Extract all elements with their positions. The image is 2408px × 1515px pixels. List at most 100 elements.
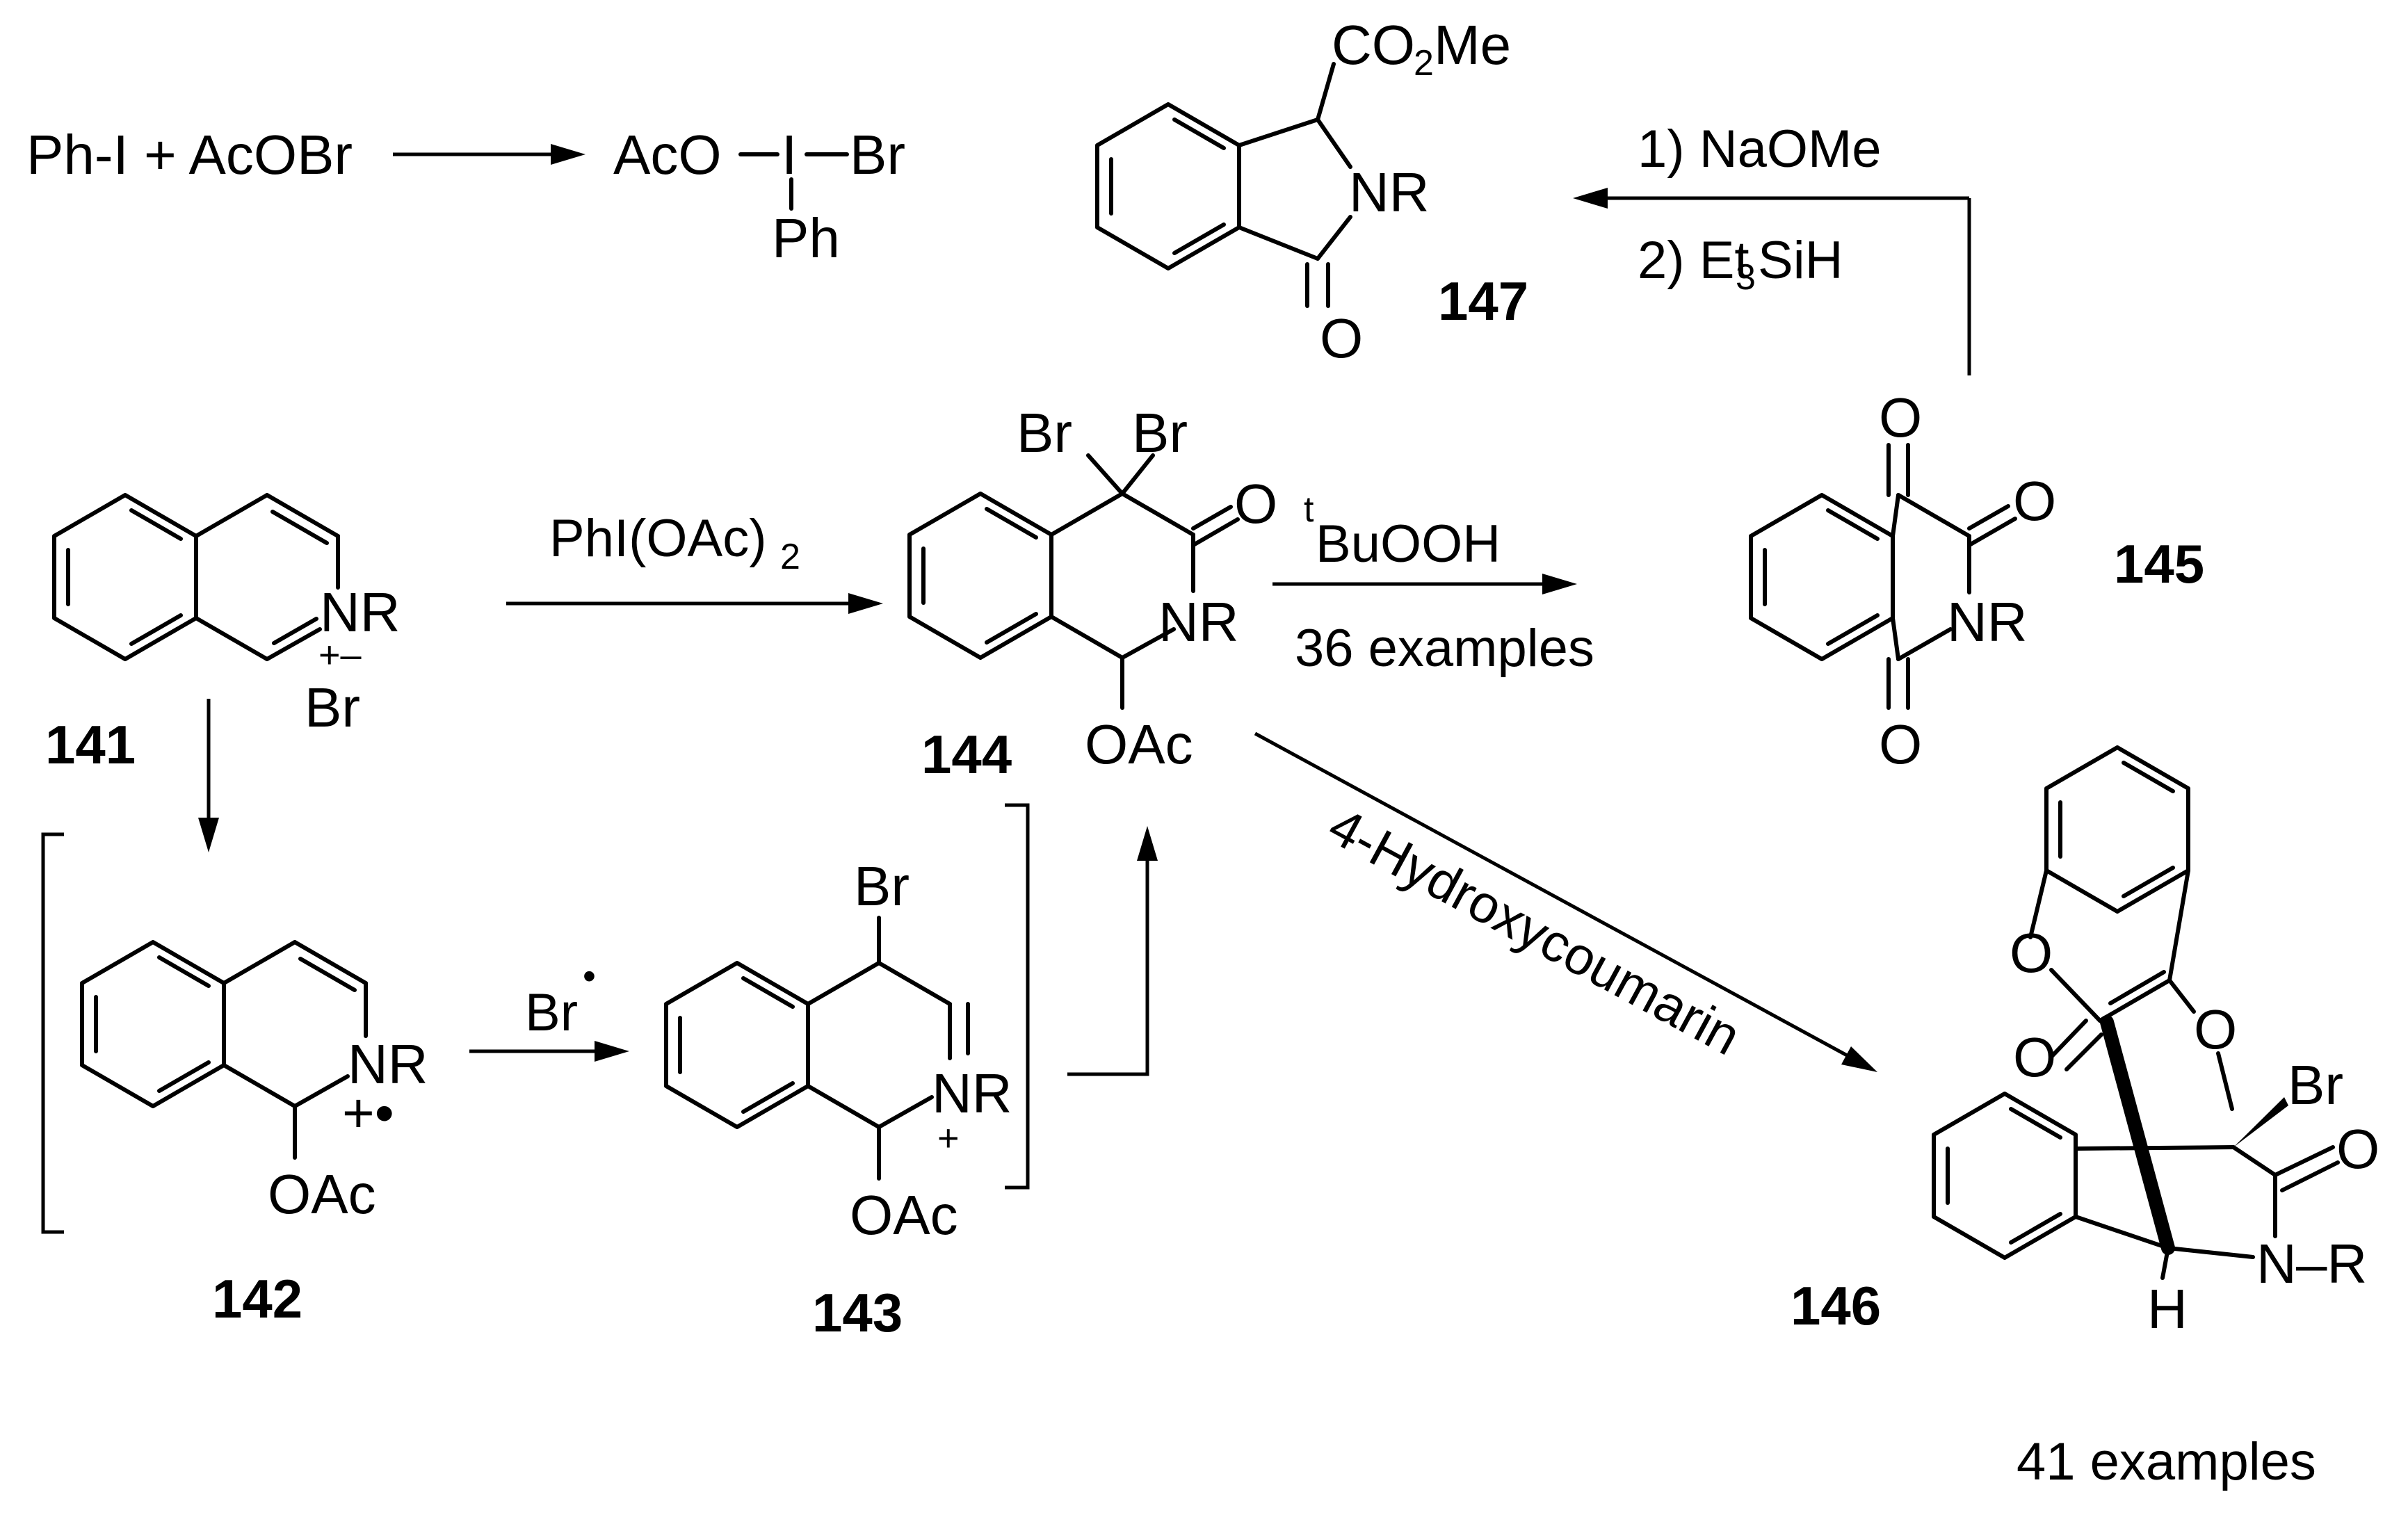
oac-label-142: OAc <box>268 1163 376 1225</box>
reagent-br-radical: Br <box>525 983 578 1042</box>
bond <box>2216 1051 2234 1111</box>
equation-aco: AcO <box>613 124 722 186</box>
compound-number-146: 146 <box>1791 1275 1881 1336</box>
reagent-step1: 1) NaOMe <box>1638 120 1882 179</box>
bond <box>2160 1246 2170 1280</box>
double-bond <box>2122 761 2175 793</box>
bond <box>1120 627 1176 660</box>
bond <box>194 493 269 538</box>
nr-label-144: NR <box>1158 591 1239 653</box>
bond <box>1086 453 1124 496</box>
r-label-146: –R <box>2296 1233 2367 1295</box>
compound-141: NR +– Br 141 <box>45 493 401 775</box>
arrow-shaft <box>1254 731 1851 1059</box>
double-bond <box>157 1060 211 1093</box>
double-bond <box>1191 505 1233 530</box>
double-bond <box>2049 1019 2088 1059</box>
arrow-head <box>595 1041 629 1062</box>
lower-benzo-ring <box>1932 1092 2078 1260</box>
bond <box>1120 453 1155 496</box>
reagent-equation: Ph-I + AcOBr AcO I Br Ph <box>26 124 905 269</box>
double-bond <box>270 510 329 545</box>
oac-label-143: OAc <box>850 1184 958 1246</box>
bond <box>1237 118 1320 147</box>
compound-146: O O O Br O N –R H 146 <box>1791 745 2379 1340</box>
coumarin-benzo-ring <box>2044 745 2190 914</box>
double-bond <box>2064 1032 2103 1071</box>
bond <box>806 961 881 1006</box>
arrow-to-145: t BuOOH 36 examples <box>1272 489 1594 678</box>
o-carbonyl-146: O <box>2013 1026 2056 1088</box>
double-bond <box>298 957 357 992</box>
reagent-radical-dot: • <box>583 955 596 997</box>
o-label-147: O <box>1320 307 1363 369</box>
plus-143: + <box>937 1117 960 1159</box>
bond <box>2167 868 2190 982</box>
nr-label-142: NR <box>348 1033 428 1095</box>
o-right-145: O <box>2013 470 2056 532</box>
bond <box>2167 978 2196 1014</box>
stereo-wedge-br <box>2233 1097 2288 1147</box>
reagent-step2-pre: 2) Et <box>1638 231 1750 290</box>
double-bond <box>1967 517 2017 547</box>
bond <box>1316 62 1336 122</box>
benzene-ring-147 <box>1095 102 1241 270</box>
o-ether-146: O <box>2194 998 2237 1060</box>
o-bottom-145: O <box>1879 713 1922 775</box>
equation-bromine: Br <box>850 124 905 186</box>
arrow-head <box>1841 1046 1877 1072</box>
br-right-144: Br <box>1132 402 1188 464</box>
double-bond <box>2273 1145 2335 1177</box>
o-top-145: O <box>1879 387 1922 448</box>
reagent-phi-oac-sub: 2 <box>780 537 800 577</box>
arrow-head <box>1542 574 1577 594</box>
co2me-me: Me <box>1434 14 1511 76</box>
bond <box>806 1084 881 1129</box>
double-bond <box>985 507 1038 540</box>
double-bond <box>1172 222 1226 255</box>
bond <box>2074 1215 2170 1250</box>
bond <box>194 616 269 661</box>
o-lactam-146: O <box>2336 1118 2379 1180</box>
h-label-146: H <box>2147 1278 2188 1340</box>
arrow-head <box>848 593 883 614</box>
compound-number-147: 147 <box>1438 270 1528 332</box>
br-label-143: Br <box>854 855 910 917</box>
bond <box>1049 492 1124 537</box>
arrow-143-to-144-shaft <box>1067 857 1149 1076</box>
bond <box>2028 868 2049 939</box>
double-bond <box>2280 1160 2340 1192</box>
double-bond <box>741 1081 795 1114</box>
reagent-tbu-sup: t <box>1304 489 1314 530</box>
bond <box>1891 493 1900 538</box>
double-bond <box>272 617 318 645</box>
bond <box>877 961 952 1006</box>
bond <box>1891 616 1900 661</box>
bond <box>2166 1246 2255 1259</box>
br-left-144: Br <box>1017 402 1072 464</box>
double-bond <box>1172 118 1226 150</box>
compound-142: NR +• OAc 142 <box>80 940 428 1329</box>
compound-145: O O NR O 145 <box>1749 387 2204 775</box>
arrow-to-144: PhI(OAc) 2 <box>506 509 883 614</box>
double-bond <box>2108 970 2166 1005</box>
double-bond <box>1191 517 1240 547</box>
bond <box>222 940 297 985</box>
benzene-ring-142 <box>80 940 226 1108</box>
bond <box>222 1063 297 1108</box>
bond <box>1049 615 1124 660</box>
bond <box>1237 225 1320 261</box>
compound-143: Br NR + OAc 143 <box>664 855 1012 1343</box>
double-bond <box>985 612 1038 645</box>
co2me-co: CO <box>1332 14 1415 76</box>
bold-bridge-bond <box>2100 1015 2175 1255</box>
double-bond <box>2009 1212 2062 1245</box>
benzene-ring-145 <box>1749 493 1895 661</box>
reagent-phi-oac: PhI(OAc) <box>549 509 767 568</box>
arrow-143-to-144-head <box>1137 826 1158 861</box>
bond <box>2231 1145 2277 1177</box>
bond <box>877 1095 934 1129</box>
double-bond <box>129 508 183 541</box>
bond <box>2049 968 2102 1023</box>
